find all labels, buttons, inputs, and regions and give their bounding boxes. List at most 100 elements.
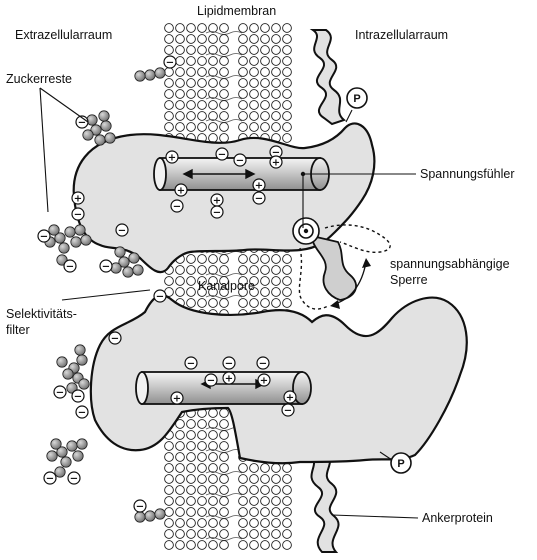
sugar-residue — [154, 508, 166, 520]
lipid-head — [164, 496, 174, 506]
lipid-head — [197, 441, 207, 451]
sugar-residue — [62, 368, 74, 380]
negative-charge — [71, 207, 85, 221]
intracellular-label: Intrazellularraum — [355, 28, 448, 42]
lipid-head — [219, 485, 229, 495]
lipid-head — [260, 78, 270, 88]
positive-charge — [170, 391, 184, 405]
lipid-head — [219, 430, 229, 440]
lipid-head — [197, 430, 207, 440]
lipid-head — [208, 540, 218, 550]
lipid-head — [186, 441, 196, 451]
sugar-label: Zuckerreste — [6, 72, 72, 86]
sugar-residue — [134, 70, 146, 82]
lipid-head — [282, 100, 292, 110]
lipid-head — [282, 276, 292, 286]
lipid-head — [219, 452, 229, 462]
lipid-head — [197, 34, 207, 44]
lipid-head — [238, 287, 248, 297]
lipid-head — [238, 254, 248, 264]
lipid-head — [175, 34, 185, 44]
negative-charge — [99, 259, 113, 273]
lipid-head — [175, 100, 185, 110]
negative-charge — [43, 471, 57, 485]
lipid-head — [249, 111, 259, 121]
sugar-residue — [72, 450, 84, 462]
sugar-residue — [56, 446, 68, 458]
lipid-head — [282, 67, 292, 77]
lipid-head — [186, 452, 196, 462]
negative-charge — [215, 147, 229, 161]
lipid-head — [186, 474, 196, 484]
filter-label-line2: filter — [6, 323, 30, 337]
membrane-label: Lipidmembran — [197, 4, 276, 18]
charge-sign: − — [259, 359, 267, 370]
lipid-head — [197, 254, 207, 264]
lipid-head — [186, 45, 196, 55]
lipid-head — [238, 78, 248, 88]
lipid-head — [208, 441, 218, 451]
charge-sign: − — [225, 359, 233, 370]
lipid-head — [249, 529, 259, 539]
lipid-head — [164, 34, 174, 44]
charge-sign: − — [118, 226, 126, 237]
negative-charge — [115, 223, 129, 237]
sugar-residue — [128, 252, 140, 264]
charge-sign: − — [70, 474, 78, 485]
extracellular-label: Extrazellularraum — [15, 28, 112, 42]
lipid-head — [208, 23, 218, 33]
sugar-residue — [54, 232, 66, 244]
lipid-head — [238, 122, 248, 132]
lipid-head — [282, 265, 292, 275]
lipid-head — [208, 67, 218, 77]
positive-charge — [257, 373, 271, 387]
sugar-residue — [114, 246, 126, 258]
lipid-head — [175, 452, 185, 462]
lipid-head — [175, 529, 185, 539]
gate-label-line1: spannungsabhängige — [390, 257, 510, 271]
lipid-head — [271, 485, 281, 495]
charge-sign: + — [168, 153, 176, 164]
lipid-head — [175, 265, 185, 275]
negative-charge — [75, 405, 89, 419]
lipid-head — [282, 78, 292, 88]
lipid-head — [219, 133, 229, 143]
sugar-residue — [54, 466, 66, 478]
charge-sign: + — [260, 376, 268, 387]
lipid-head — [164, 452, 174, 462]
lipid-head — [197, 474, 207, 484]
phosphate-group-bottom: P — [379, 451, 412, 474]
lipid-head — [208, 430, 218, 440]
lipid-head — [260, 111, 270, 121]
lipid-head — [249, 89, 259, 99]
lipid-head — [260, 276, 270, 286]
lipid-head — [208, 419, 218, 429]
lipid-head — [219, 45, 229, 55]
lipid-head — [164, 485, 174, 495]
lipid-head — [219, 89, 229, 99]
sensor-movement-arrow-upper — [182, 168, 256, 180]
lipid-head — [186, 430, 196, 440]
lipid-head — [282, 111, 292, 121]
charge-sign: − — [213, 208, 221, 219]
charge-sign: − — [111, 334, 119, 345]
positive-charge — [252, 178, 266, 192]
charge-sign: − — [40, 232, 48, 243]
lipid-head — [238, 23, 248, 33]
negative-charge — [256, 356, 270, 370]
lipid-head — [197, 23, 207, 33]
lipid-head — [164, 529, 174, 539]
anchor-label: Ankerprotein — [422, 511, 493, 525]
lipid-head — [282, 298, 292, 308]
lipid-head — [175, 287, 185, 297]
lipid-head — [260, 463, 270, 473]
lipid-head — [197, 111, 207, 121]
negative-charge — [184, 356, 198, 370]
lipid-head — [271, 298, 281, 308]
charge-sign: + — [74, 194, 82, 205]
lipid-head — [238, 529, 248, 539]
lipid-head — [271, 56, 281, 66]
lipid-head — [175, 23, 185, 33]
sugar-residue — [74, 344, 86, 356]
